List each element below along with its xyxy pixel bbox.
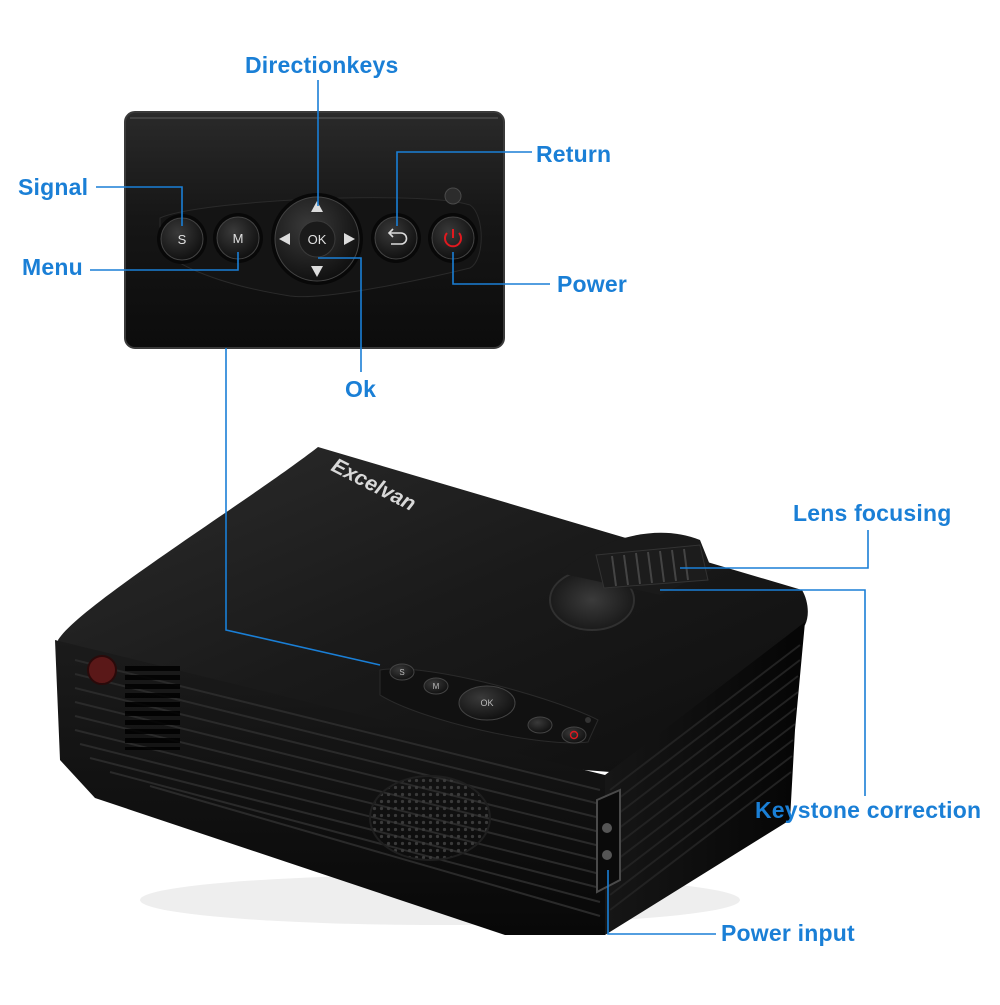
lens-assembly bbox=[549, 532, 712, 631]
callout-power: Power bbox=[557, 271, 628, 297]
callout-power-input: Power input bbox=[721, 920, 855, 946]
menu-button[interactable] bbox=[213, 213, 263, 263]
small-signal-label: S bbox=[399, 668, 404, 677]
projector-body: Excelvan bbox=[55, 447, 808, 935]
top-control-panel bbox=[379, 663, 599, 744]
callout-lens-focusing: Lens focusing bbox=[793, 500, 952, 526]
callout-keystone-correction: Keystone correction bbox=[755, 797, 982, 823]
ir-sensor bbox=[87, 655, 117, 685]
small-ok-label: OK bbox=[480, 698, 493, 708]
return-button[interactable] bbox=[371, 213, 421, 263]
signal-button[interactable] bbox=[157, 214, 207, 264]
indicator-led bbox=[444, 187, 462, 205]
callout-return: Return bbox=[536, 141, 612, 167]
direction-pad[interactable] bbox=[271, 193, 363, 285]
power-input-socket bbox=[596, 788, 621, 894]
speaker-grille bbox=[369, 775, 491, 861]
arrow-up-icon[interactable] bbox=[311, 201, 323, 212]
signal-button-label: S bbox=[178, 232, 187, 247]
ok-button-label: OK bbox=[308, 232, 327, 247]
arrow-down-icon[interactable] bbox=[311, 266, 323, 277]
callout-direction-keys: Directionkeys bbox=[245, 52, 399, 78]
callout-menu: Menu bbox=[22, 254, 83, 280]
callout-ok: Ok bbox=[345, 376, 377, 402]
small-menu-label: M bbox=[433, 682, 440, 691]
leader-lines bbox=[90, 80, 869, 935]
arrow-left-icon[interactable] bbox=[279, 233, 290, 245]
power-icon bbox=[444, 229, 462, 248]
power-button[interactable] bbox=[428, 213, 478, 263]
return-icon bbox=[390, 232, 408, 245]
callout-signal: Signal bbox=[18, 174, 89, 200]
menu-button-label: M bbox=[233, 231, 244, 246]
focus-ring bbox=[595, 544, 709, 589]
control-panel-zoom bbox=[124, 111, 505, 349]
arrow-right-icon[interactable] bbox=[344, 233, 355, 245]
